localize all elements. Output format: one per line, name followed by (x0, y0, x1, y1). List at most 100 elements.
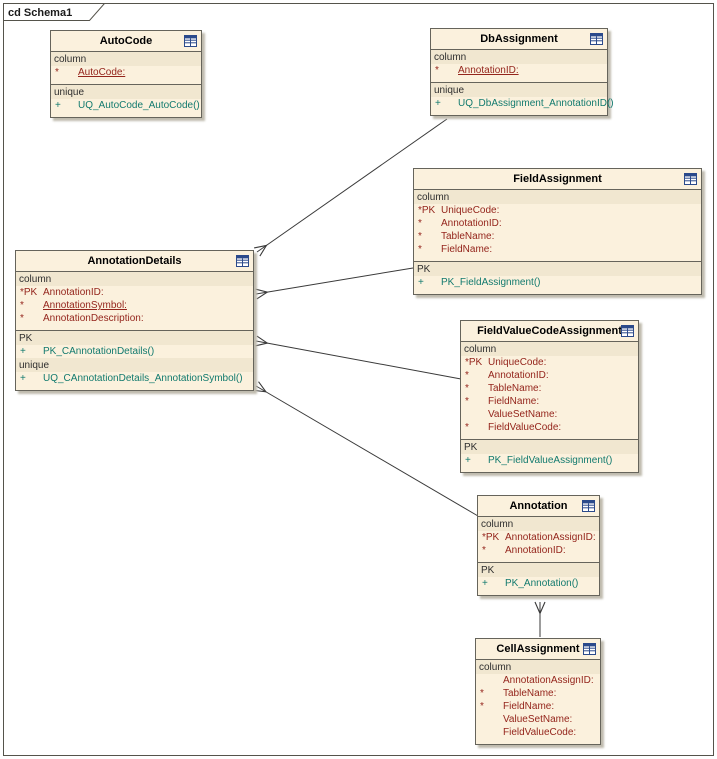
column-row: * FieldName: (414, 243, 701, 256)
column-name: AnnotationID: (488, 370, 549, 381)
row-prefix: *PK (418, 205, 436, 216)
column-name: AutoCode: (78, 67, 126, 78)
operation-row: + PK_CAnnotationDetails() (16, 345, 253, 358)
table-icon (590, 33, 603, 45)
connector-fieldassignment-annotationdetails[interactable] (255, 267, 414, 300)
column-row: *PK AnnotationAssignID: (478, 531, 599, 544)
compartment-columns: column *PK AnnotationAssignID: * Annotatio… (478, 517, 599, 562)
row-prefix: + (20, 346, 26, 357)
entity-title-bar[interactable]: FieldAssignment (414, 169, 701, 190)
compartment-label: PK (16, 331, 253, 345)
row-prefix: * (482, 545, 486, 556)
operation-name: PK_CAnnotationDetails() (43, 346, 155, 357)
entity-title: AutoCode (99, 35, 153, 47)
column-row: *AnnotationSymbol: (16, 299, 253, 312)
compartment-label: column (414, 190, 701, 204)
column-name: TableName: (441, 231, 495, 242)
connector-dbassignment-annotationdetails[interactable] (254, 118, 448, 257)
row-prefix: * (418, 218, 422, 229)
entity-title-bar[interactable]: AutoCode (51, 31, 201, 52)
operation-name: UQ_AutoCode_AutoCode() (78, 100, 200, 111)
column-name: UniqueCode: (441, 205, 500, 216)
column-name: TableName: (488, 383, 542, 394)
diagram-frame-border (3, 3, 714, 756)
row-prefix: * (435, 65, 439, 76)
compartment-label: column (16, 272, 253, 286)
column-row: FieldValueCode: (476, 726, 600, 739)
entity-title-bar[interactable]: Annotation (478, 496, 599, 517)
connector-annotation-annotationdetails[interactable] (253, 381, 479, 517)
diagram-frame-tab (3, 3, 106, 21)
row-prefix: *PK (482, 532, 500, 543)
row-prefix: * (418, 244, 422, 255)
column-name: AnnotationID: (43, 287, 104, 298)
row-prefix: * (480, 701, 484, 712)
compartment-pk: PK +PK_FieldValueAssignment() (461, 439, 638, 472)
compartment-constraints: unique + UQ_DbAssignment_AnnotationID() (431, 82, 614, 115)
entity-dbassignment[interactable]: DbAssignment column *AnnotationID: uniqu… (430, 28, 614, 116)
operation-name: PK_FieldAssignment() (441, 277, 541, 288)
column-name: FieldName: (503, 701, 555, 712)
compartment-label: column (431, 50, 607, 64)
compartment-label: column (478, 517, 599, 531)
entity-title: CellAssignment (496, 643, 580, 655)
column-name: TableName: (503, 688, 557, 699)
compartment-label: unique (16, 358, 253, 372)
column-row: *AutoCode: (51, 66, 201, 79)
entity-autocode[interactable]: AutoCode column *AutoCode: unique + UQ_Au… (50, 30, 202, 118)
connector-fieldvaluecodeassignment-annotationdetails[interactable] (254, 335, 462, 380)
row-prefix: + (435, 98, 441, 109)
operation-row: +UQ_CAnnotationDetails_AnnotationSymbol(… (16, 372, 253, 385)
compartment-columns: column *AutoCode: (51, 52, 201, 84)
column-name: FieldName: (441, 244, 493, 255)
row-prefix: * (465, 396, 469, 407)
operation-name: UQ_CAnnotationDetails_AnnotationSymbol() (43, 373, 243, 384)
column-row: *FieldValueCode: (461, 421, 638, 434)
compartment-columns: column AnnotationAssignID: * TableName: *… (476, 660, 600, 744)
column-name: AnnotationAssignID: (505, 532, 596, 543)
compartment-columns: column *PK UniqueCode: *AnnotationID: * Ta… (414, 190, 701, 261)
compartment-constraints: unique + UQ_AutoCode_AutoCode() (51, 84, 201, 117)
compartment-pk: PK +PK_FieldAssignment() (414, 261, 701, 294)
column-row: * FieldName: (476, 700, 600, 713)
entity-cellassignment[interactable]: CellAssignment column AnnotationAssignID… (475, 638, 601, 745)
column-row: ValueSetName: (461, 408, 638, 421)
column-row: AnnotationAssignID: (476, 674, 600, 687)
row-prefix: * (20, 313, 24, 324)
column-name: UniqueCode: (488, 357, 547, 368)
column-name: AnnotationID: (505, 545, 566, 556)
compartment-label: PK (414, 262, 701, 276)
operation-name: UQ_DbAssignment_AnnotationID() (458, 98, 614, 109)
table-icon (684, 173, 697, 185)
column-row: *AnnotationID: (414, 217, 701, 230)
column-name: AnnotationDescription: (43, 313, 144, 324)
table-icon (184, 35, 197, 47)
row-prefix: + (465, 455, 471, 466)
column-row: *FieldName: (461, 395, 638, 408)
entity-title-bar[interactable]: DbAssignment (431, 29, 607, 50)
operation-row: + UQ_DbAssignment_AnnotationID() (431, 97, 614, 110)
compartment-label: unique (51, 85, 201, 99)
column-row: *AnnotationID: (431, 64, 607, 77)
table-icon (583, 643, 596, 655)
column-name: ValueSetName: (503, 714, 573, 725)
entity-title: Annotation (509, 500, 568, 512)
compartment-label: column (476, 660, 600, 674)
compartment-label: unique (431, 83, 607, 97)
entity-title: DbAssignment (480, 33, 558, 45)
column-row: * AnnotationID: (478, 544, 599, 557)
entity-title-bar[interactable]: CellAssignment (476, 639, 600, 660)
entity-title-bar[interactable]: FieldValueCodeAssignment (461, 321, 638, 342)
row-prefix: *PK (20, 287, 38, 298)
column-row: ValueSetName: (476, 713, 600, 726)
table-icon (621, 325, 634, 337)
row-prefix: + (55, 100, 61, 111)
entity-title-bar[interactable]: AnnotationDetails (16, 251, 253, 272)
row-prefix: * (20, 300, 24, 311)
entity-annotation[interactable]: Annotation column *PK AnnotationAssignID:… (477, 495, 600, 596)
